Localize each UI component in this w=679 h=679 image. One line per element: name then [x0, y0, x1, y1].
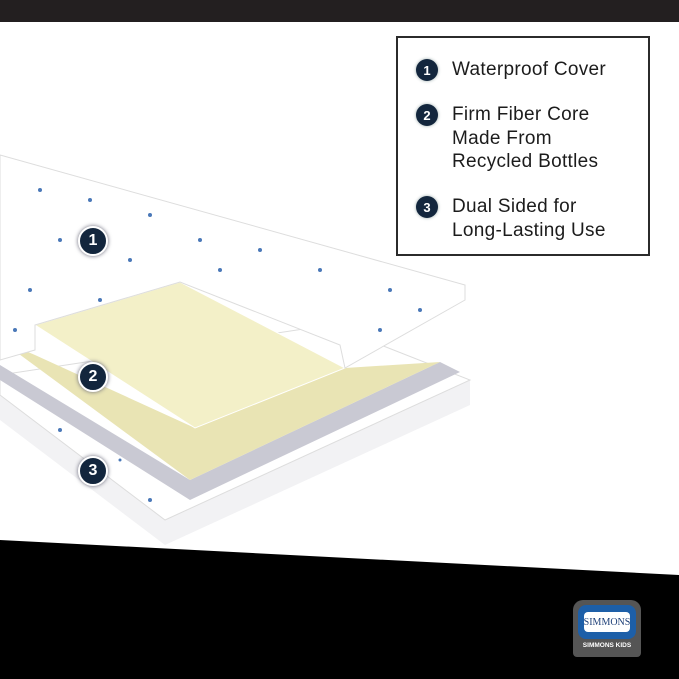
- layer-badge-2: 2: [78, 362, 108, 392]
- layer-badge-3: 3: [78, 456, 108, 486]
- gray-layer: [0, 362, 460, 500]
- cover-top: [0, 154, 466, 369]
- legend-item: 2 Firm Fiber Core Made From Recycled Bot…: [416, 103, 598, 174]
- core-front: [0, 340, 440, 480]
- legend-text: Waterproof Cover: [452, 59, 607, 80]
- legend-text: Dual Sided for Long-Lasting Use: [452, 196, 606, 241]
- feature-legend: 1 Waterproof Cover 2 Firm Fiber Core Mad…: [396, 36, 650, 256]
- bottom-layer-side: [0, 380, 470, 545]
- cover-pattern: [13, 188, 422, 502]
- number-badge: 2: [416, 104, 438, 126]
- layer-badge-1: 1: [78, 226, 108, 256]
- legend-item: 1 Waterproof Cover: [416, 58, 606, 82]
- logo-brand: SIMMONS: [584, 612, 630, 632]
- number-badge: 1: [416, 59, 438, 81]
- simmons-kids-logo: SIMMONS SIMMONS KIDS: [573, 600, 641, 657]
- legend-text: Firm Fiber Core Made From Recycled Bottl…: [452, 104, 599, 172]
- legend-item: 3 Dual Sided for Long-Lasting Use: [416, 195, 606, 242]
- number-badge: 3: [416, 196, 438, 218]
- logo-sub: SIMMONS KIDS: [582, 642, 632, 649]
- logo-shield: SIMMONS: [578, 605, 636, 639]
- bottom-black-band: [0, 540, 679, 679]
- top-bar: [0, 0, 679, 22]
